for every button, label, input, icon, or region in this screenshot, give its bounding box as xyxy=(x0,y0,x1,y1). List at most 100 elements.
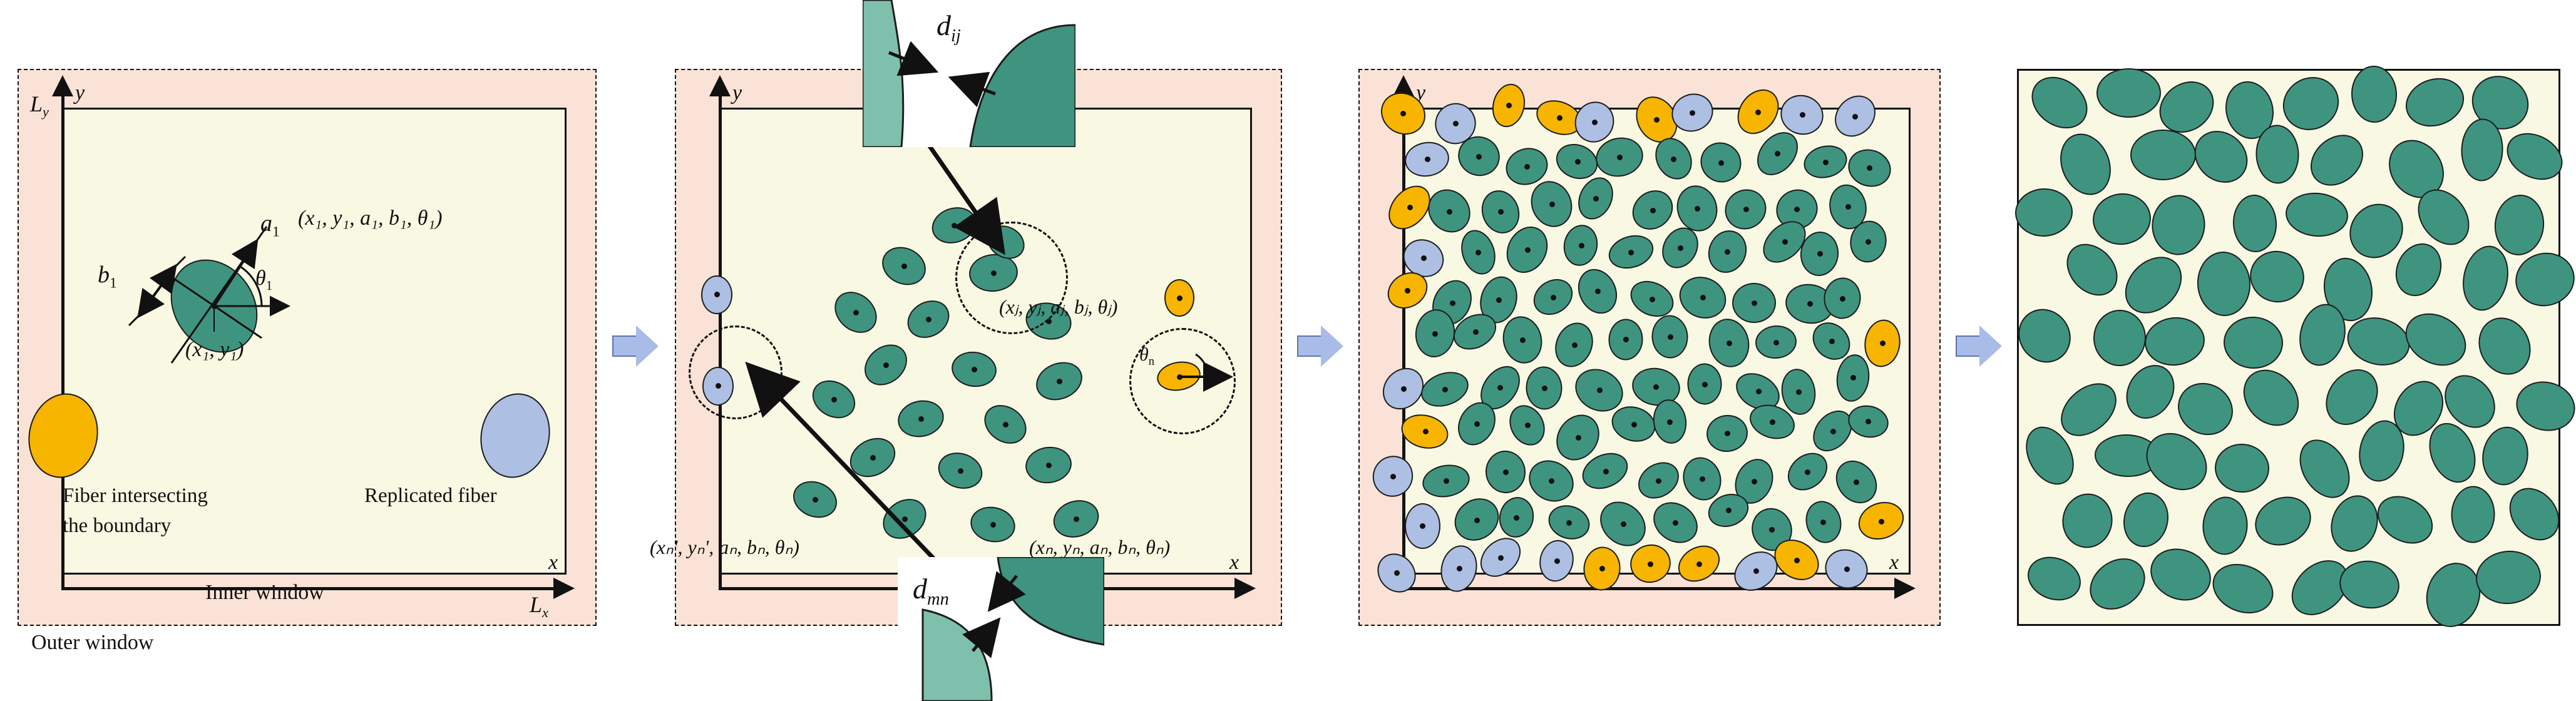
fiber-params-j-label: (xⱼ, yⱼ, aⱼ, bⱼ, θⱼ) xyxy=(999,295,1118,318)
fiber-center-dot xyxy=(883,362,889,368)
y-axis-label-p3: y xyxy=(1416,81,1426,105)
y-axis-arrowhead-p2 xyxy=(709,75,731,96)
fiber-center-dot xyxy=(1473,329,1479,335)
x-axis-arrowhead-p1 xyxy=(553,578,575,599)
fiber-center-dot xyxy=(1599,566,1605,571)
fiber-center-dot xyxy=(902,516,908,522)
fiber-center-dot xyxy=(1421,255,1427,261)
fiber-center-dot xyxy=(1844,566,1850,572)
fiber xyxy=(2096,68,2161,118)
zoom-circle-ij xyxy=(955,222,1068,334)
fiber-center-dot xyxy=(1727,340,1732,346)
fiber-center-dot xyxy=(952,223,957,228)
fiber-center-dot xyxy=(1549,478,1554,484)
fiber-center-dot xyxy=(1673,520,1678,526)
outer-window-label: Outer window xyxy=(31,631,154,654)
fiber-center-dot xyxy=(1880,340,1886,346)
y-axis-label-p1: y xyxy=(75,81,85,105)
semi-major-label-p1: a1 xyxy=(260,210,280,240)
fiber-center-dot xyxy=(1805,469,1810,475)
fiber-center-dot xyxy=(1690,110,1695,116)
fiber-center-dot xyxy=(1447,209,1452,215)
fiber-center-dot xyxy=(918,416,924,422)
fiber-center-dot xyxy=(1817,251,1823,257)
fiber-center-dot xyxy=(1773,340,1779,345)
fiber-center-dot xyxy=(1524,164,1530,170)
fiber-center-dot xyxy=(1425,156,1430,162)
fiber-center-dot xyxy=(1525,422,1531,428)
fiber-intersecting-label-line1: Fiber intersecting xyxy=(63,484,208,507)
fiber-center-dot xyxy=(1668,334,1673,340)
fiber-center-dot xyxy=(1497,385,1503,391)
fiber-center-dot xyxy=(1407,205,1413,210)
fiber-center-dot xyxy=(1603,469,1609,474)
fiber-center-dot xyxy=(1700,295,1706,300)
fiber-center-dot xyxy=(1653,384,1659,390)
fiber-center-dot xyxy=(1551,295,1556,300)
panel-1-fiber-definition: y x Ly Lx xyxy=(18,69,597,653)
zoom-circle-replicated xyxy=(689,325,783,419)
fiber-center-dot xyxy=(1423,429,1429,434)
fiber-center-dot xyxy=(1457,566,1462,571)
fiber-center-dot xyxy=(1592,120,1598,125)
zoom-circle-n xyxy=(1129,328,1236,434)
fiber-center-dot xyxy=(1057,379,1062,384)
fiber-center-dot xyxy=(1725,431,1730,436)
fiber-center-dot xyxy=(1450,300,1455,306)
fiber-center-dot xyxy=(1631,422,1637,427)
fiber-center-dot xyxy=(1650,208,1656,213)
fiber-center-dot xyxy=(1621,521,1626,527)
fiber-center-dot xyxy=(1177,295,1183,301)
semi-minor-label-p1: b1 xyxy=(98,262,117,292)
fiber-center-dot xyxy=(1444,478,1449,484)
fiber-center-dot xyxy=(1390,474,1396,479)
fiber-center-dot xyxy=(1575,159,1581,165)
y-axis-line-p3 xyxy=(1402,95,1405,590)
fiber xyxy=(2130,130,2196,180)
fiber-center-dot xyxy=(1829,339,1835,344)
fiber-center-dot xyxy=(1840,296,1845,302)
panel-2-distance-check: y x xyxy=(650,0,1282,701)
fiber-center-dot xyxy=(1474,518,1480,523)
fiber-center-dot xyxy=(1474,421,1480,427)
fiber-center-dot xyxy=(1650,297,1655,302)
fiber-center-dot xyxy=(1775,151,1780,156)
length-x-label-p1: Lx xyxy=(530,592,548,621)
stage-arrow-1 xyxy=(612,325,659,367)
fiber-center-dot xyxy=(1756,389,1762,394)
fiber-center-dot xyxy=(1796,389,1802,395)
fiber-center-dot xyxy=(1525,247,1531,253)
fiber-center-dot xyxy=(1782,239,1788,245)
fiber-center-dot xyxy=(1046,319,1052,324)
fiber-center-dot xyxy=(1542,386,1547,391)
panel-3-filled-window: y x xyxy=(1358,69,1941,626)
fiber-center-dot xyxy=(1595,289,1601,294)
stage-arrow-3 xyxy=(1956,325,2002,367)
fiber-center-dot xyxy=(1830,429,1836,434)
x-axis-line-p1 xyxy=(61,587,556,590)
fiber-center-dot xyxy=(1514,515,1519,521)
magnifier-callout-dij: dij xyxy=(863,0,1075,147)
theta-label-p1: θ1 xyxy=(255,267,273,293)
fiber-center-dot xyxy=(1695,206,1700,212)
fiber-center-dot xyxy=(926,317,931,322)
fiber-center-dot xyxy=(1576,435,1581,441)
fiber-center-dot xyxy=(870,455,876,461)
fiber-center-dot xyxy=(1700,476,1705,482)
fiber-center-dot xyxy=(1865,419,1871,424)
fiber-center-dot xyxy=(1718,160,1724,166)
fiber-center-dot xyxy=(990,522,996,528)
fiber-center-dot xyxy=(1475,250,1481,255)
y-axis-label-p2: y xyxy=(732,81,742,105)
fiber-intersecting-label-line2: the boundary xyxy=(63,514,172,537)
fiber-center-dot xyxy=(1405,288,1410,294)
fiber-center-dot xyxy=(853,310,859,315)
fiber-center-dot xyxy=(1593,196,1599,202)
fiber-center-dot xyxy=(1752,300,1757,306)
fiber-center-dot xyxy=(1823,160,1829,165)
stage-arrow-2 xyxy=(1297,325,1343,367)
distance-mn-label: dmn xyxy=(913,573,949,610)
fiber-center-dot xyxy=(1557,115,1563,121)
fiber-center-dot xyxy=(1623,337,1629,342)
x-axis-arrowhead-p3 xyxy=(1894,578,1916,599)
